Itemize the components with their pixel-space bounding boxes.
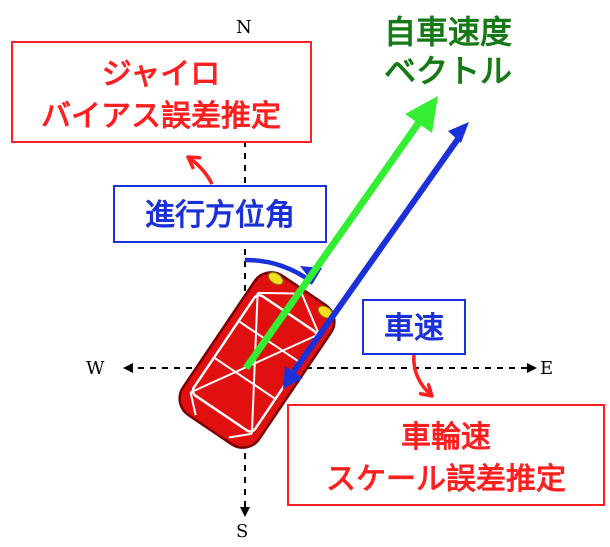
vehicle-speed-arrow [289, 134, 463, 376]
vehicle-velocity-vector-label-line1: 自車速度 [384, 13, 512, 51]
wheel-speed-scale-label-line1: 車輪速 [401, 420, 491, 455]
vehicle-speed-label: 車速 [384, 311, 444, 346]
gyro-bias-pointer-arrow [186, 155, 214, 185]
gyro-bias-label-line1: ジャイロ [102, 57, 221, 92]
compass-west-label: W [86, 358, 105, 379]
compass-south-label: S [236, 521, 248, 542]
wheel-speed-scale-estimation-box: 車輪速 スケール誤差推定 [287, 404, 605, 506]
heading-angle-label: 進行方位角 [145, 198, 295, 233]
heading-angle-box: 進行方位角 [113, 185, 327, 243]
vehicle-velocity-vector-label-line2: ベクトル [384, 52, 512, 90]
gyro-bias-label-line2: バイアス誤差推定 [41, 99, 281, 134]
wheel-speed-pointer-arrow [412, 354, 434, 398]
wheel-speed-scale-label-line2: スケール誤差推定 [326, 462, 566, 497]
vehicle-velocity-vector-arrowhead [405, 96, 438, 133]
compass-north-label: N [236, 17, 252, 38]
compass-east-label: E [540, 358, 553, 379]
vehicle-velocity-vector-arrow [243, 115, 425, 371]
vehicle-speed-arrowhead-bottom [283, 366, 303, 389]
vehicle-speed-arrowhead-top [448, 122, 469, 143]
vehicle-speed-box: 車速 [362, 299, 466, 355]
gyro-bias-estimation-box: ジャイロ バイアス誤差推定 [11, 41, 312, 143]
